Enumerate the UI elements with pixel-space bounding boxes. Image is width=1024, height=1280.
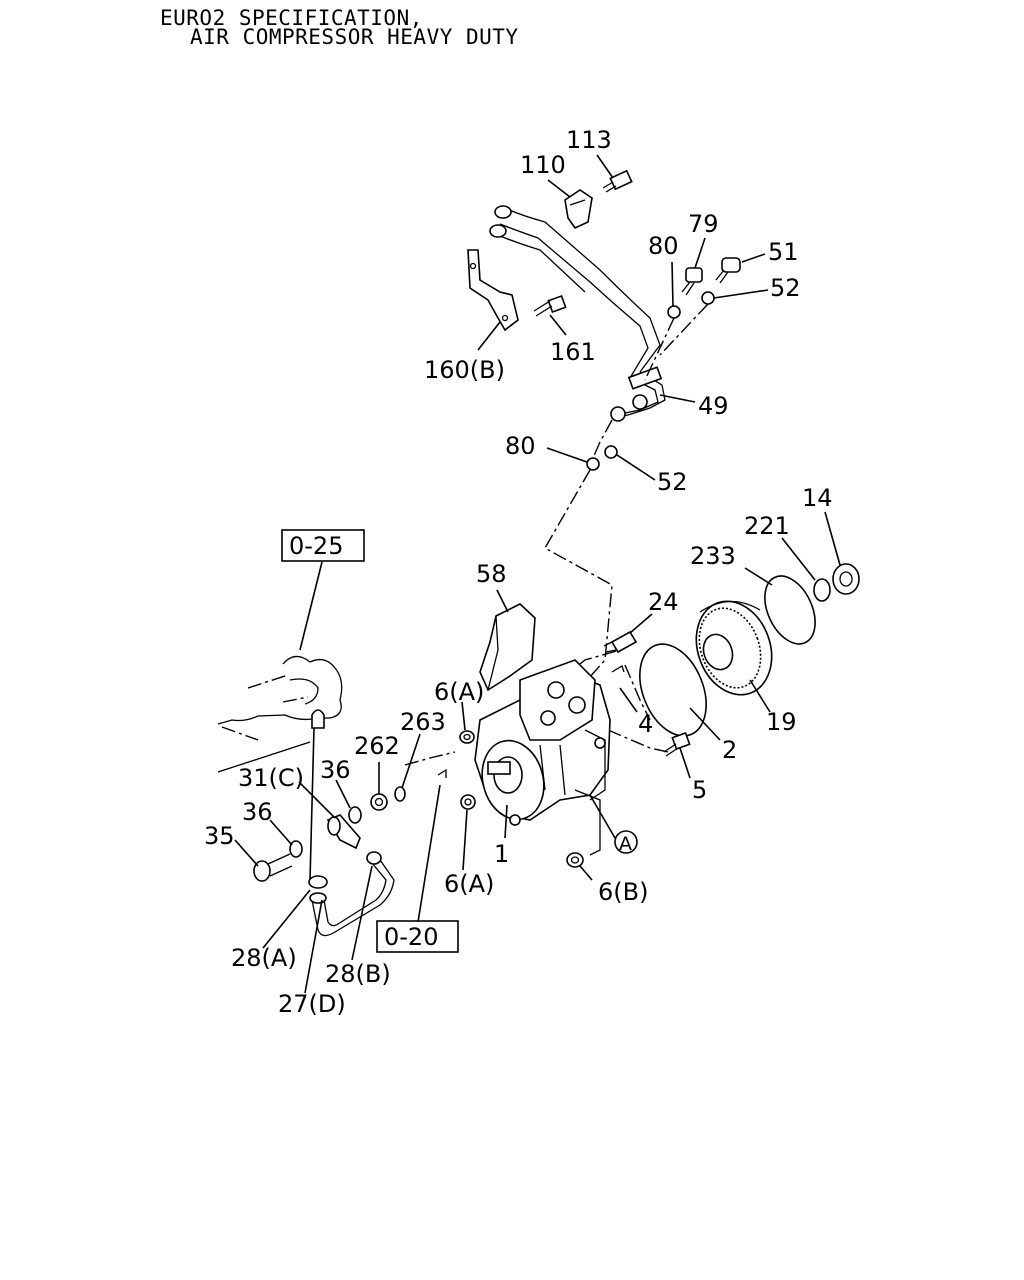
label-36-upper: 36 <box>320 756 351 784</box>
label-52-lower: 52 <box>657 468 688 496</box>
air-compressor-1 <box>474 659 611 856</box>
diagram-title-line2: AIR COMPRESSOR HEAVY DUTY <box>190 25 519 49</box>
label-35: 35 <box>204 822 235 850</box>
label-14: 14 <box>802 484 833 512</box>
label-1: 1 <box>494 840 509 868</box>
label-24: 24 <box>648 588 679 616</box>
label-28a: 28(A) <box>231 944 297 972</box>
leader-lines <box>234 154 841 994</box>
fitting-24 <box>603 630 638 654</box>
gear-19 <box>695 600 773 696</box>
label-58: 58 <box>476 560 507 588</box>
label-80-upper: 80 <box>648 232 679 260</box>
reference-circle-a <box>614 830 638 854</box>
washer-52-upper <box>701 291 715 305</box>
washer-36-upper <box>348 806 362 824</box>
ref-box-0-25 <box>281 529 365 562</box>
cover-58 <box>479 603 536 692</box>
label-262: 262 <box>354 732 400 760</box>
hose-27d <box>309 859 395 937</box>
clip-28b <box>366 851 382 865</box>
label-161: 161 <box>550 338 596 366</box>
bolt-5 <box>663 731 691 757</box>
nut-6b <box>566 852 584 868</box>
label-19: 19 <box>766 708 797 736</box>
o-ring-263 <box>394 786 406 802</box>
label-221: 221 <box>744 512 790 540</box>
label-160b: 160(B) <box>424 356 505 384</box>
label-6b: 6(B) <box>598 878 648 906</box>
engine-block-outline <box>217 655 343 773</box>
label-6a-upper: 6(A) <box>434 678 484 706</box>
washer-221 <box>813 578 831 602</box>
part-labels: 113 110 79 80 51 52 161 160(B) 49 80 52 … <box>204 126 833 1018</box>
pin-4 <box>611 665 625 673</box>
washer-80-upper <box>667 305 681 319</box>
bolt-113 <box>602 169 633 193</box>
label-80-lower: 80 <box>505 432 536 460</box>
nut-6a-lower <box>460 794 476 810</box>
oil-pipe-assembly <box>489 205 666 422</box>
label-79: 79 <box>688 210 719 238</box>
label-27d: 27(D) <box>278 990 346 1018</box>
pin-0-20 <box>437 768 447 778</box>
clip-110 <box>564 189 593 230</box>
clip-28a <box>308 875 328 889</box>
bolt-161 <box>533 294 567 317</box>
nut-262 <box>370 793 388 811</box>
o-ring-233 <box>764 575 816 645</box>
gasket-2 <box>639 643 707 737</box>
label-263: 263 <box>400 708 446 736</box>
label-6a-lower: 6(A) <box>444 870 494 898</box>
label-233: 233 <box>690 542 736 570</box>
nut-14 <box>832 563 860 595</box>
ref-label-0-20: 0-20 <box>384 923 438 951</box>
washer-80-lower <box>586 457 600 471</box>
label-51: 51 <box>768 238 799 266</box>
label-49: 49 <box>698 392 729 420</box>
label-52-upper: 52 <box>770 274 801 302</box>
label-36-lower: 36 <box>242 798 273 826</box>
washer-52-lower <box>604 445 618 459</box>
bracket-160b <box>467 249 519 332</box>
label-a: A <box>619 833 632 855</box>
bolt-35 <box>253 853 293 882</box>
label-5: 5 <box>692 776 707 804</box>
nut-6a-upper <box>459 730 475 744</box>
label-4: 4 <box>638 710 653 738</box>
ref-label-0-25: 0-25 <box>289 532 343 560</box>
diagram-title-line1: EURO2 SPECIFICATION, <box>160 6 423 30</box>
label-31c: 31(C) <box>238 764 304 792</box>
label-28b: 28(B) <box>325 960 391 988</box>
eye-bolt-79 <box>681 267 703 296</box>
label-113: 113 <box>566 126 612 154</box>
label-2: 2 <box>722 736 737 764</box>
washer-36-lower <box>289 840 303 858</box>
label-110: 110 <box>520 151 566 179</box>
eye-bolt-51 <box>715 257 741 284</box>
